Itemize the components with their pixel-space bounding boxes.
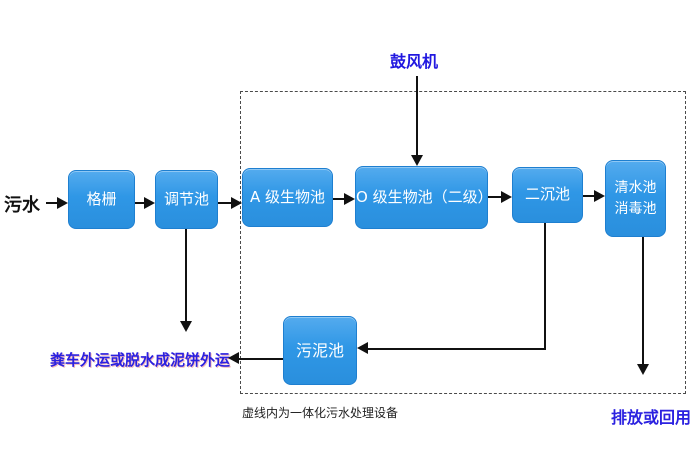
arrowhead-blower-to-obio (411, 155, 423, 166)
discharge-label: 排放或回用 (611, 408, 692, 427)
arrow-sludge-to-disposal (239, 358, 283, 360)
node-sludge-tank-label: 污泥池 (295, 340, 344, 360)
arrowhead-obio-to-sediment (501, 191, 512, 203)
arrow-sediment-to-sludge-horizontal (367, 348, 546, 350)
arrow-obio-to-sediment (488, 196, 503, 198)
blower-label: 鼓风机 (390, 52, 439, 71)
arrowhead-regulating-down (180, 321, 192, 332)
node-a-bio-tank: A 级生物池 (242, 168, 333, 227)
arrow-blower-to-obio (416, 76, 418, 158)
node-secondary-sedimentation-tank-label: 二沉池 (524, 185, 570, 204)
arrowhead-sludge-to-disposal (228, 352, 239, 364)
node-clear-water-tank-label: 清水池 (614, 180, 657, 197)
node-grate: 格栅 (68, 170, 135, 229)
node-grate-label: 格栅 (86, 189, 117, 208)
arrow-abio-to-obio (333, 198, 346, 200)
boundary-caption: 虚线内为一体化污水处理设备 (242, 406, 399, 420)
node-regulating-tank: 调节池 (155, 170, 218, 229)
equipment-boundary (240, 91, 686, 394)
node-disinfection-tank-label: 消毒池 (614, 200, 657, 217)
node-regulating-tank-label: 调节池 (163, 189, 209, 208)
arrowhead-grate-to-regulating (144, 197, 155, 209)
node-o-bio-tank-label: O 级生物池（二级） (356, 187, 493, 206)
node-sludge-tank: 污泥池 (283, 316, 357, 385)
arrow-sediment-to-sludge-vertical (544, 223, 546, 350)
arrowhead-source-to-grate (57, 197, 68, 209)
arrow-grate-to-regulating (135, 202, 146, 204)
arrow-regulating-down (185, 229, 187, 323)
arrowhead-sediment-to-clearwater (594, 190, 605, 202)
arrow-clearwater-to-discharge (642, 237, 644, 365)
source-label: 污水 (4, 195, 40, 216)
arrowhead-abio-to-obio (344, 193, 355, 205)
arrow-sediment-to-clearwater (583, 195, 596, 197)
node-o-bio-tank: O 级生物池（二级） (355, 166, 493, 229)
node-a-bio-tank-label: A 级生物池 (249, 187, 326, 206)
arrowhead-sediment-to-sludge (357, 342, 368, 354)
arrow-source-to-grate (46, 202, 58, 204)
arrow-regulating-to-abio (218, 202, 233, 204)
sludge-disposal-label: 粪车外运或脱水成泥饼外运 (50, 351, 231, 369)
node-secondary-sedimentation-tank: 二沉池 (512, 167, 583, 223)
node-clear-water-disinfection-tank: 清水池 消毒池 (605, 160, 666, 237)
arrowhead-regulating-to-abio (231, 197, 242, 209)
arrowhead-clearwater-to-discharge (637, 364, 649, 375)
